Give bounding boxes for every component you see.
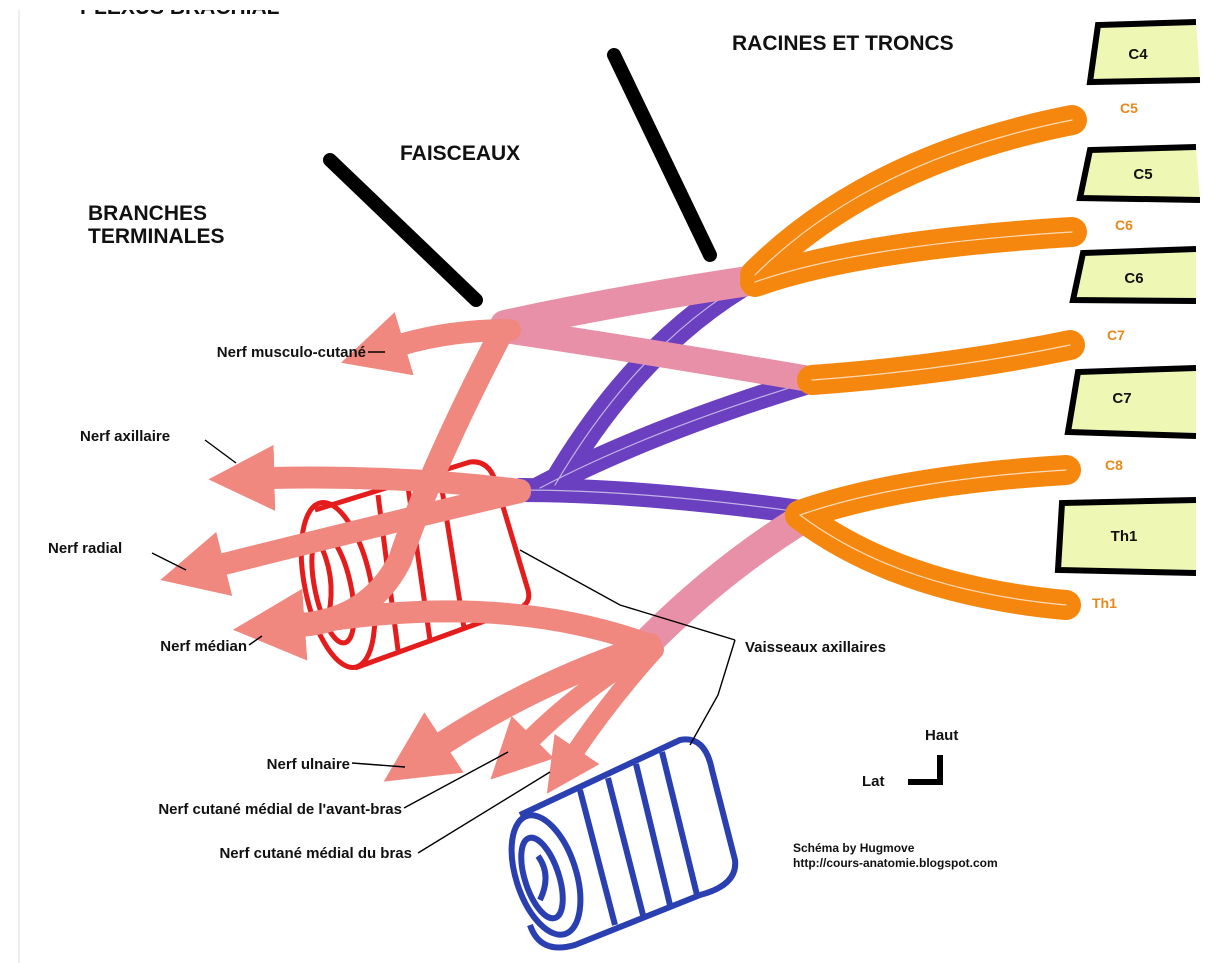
- root-c8: [785, 455, 1081, 530]
- label-nerve-axillary: Nerf axillaire: [80, 428, 170, 445]
- root-label-c8: C8: [1105, 457, 1123, 473]
- vertebra-c6: C6: [1069, 246, 1197, 304]
- label-nerve-cutaneous-forearm: Nerf cutané médial de l'avant-bras: [158, 801, 402, 818]
- root-label-th1: Th1: [1092, 595, 1117, 611]
- plexus-bundles: [160, 105, 1087, 794]
- vertebra-c7: C7: [1064, 365, 1197, 439]
- branch-cutaneous-forearm: [490, 638, 660, 780]
- branch-axillary: [208, 444, 531, 511]
- root-label-c6: C6: [1115, 217, 1133, 233]
- lateral-cord-lower: [492, 317, 828, 393]
- credit-url: http://cours-anatomie.blogspot.com: [793, 856, 998, 870]
- root-label-c7: C7: [1107, 327, 1125, 343]
- posterior-division-lower: [508, 478, 812, 524]
- vertebra-c4: C4: [1086, 19, 1201, 86]
- orientation-lateral-label: Lat: [862, 773, 885, 790]
- heading-cords: FAISCEAUX: [400, 142, 520, 165]
- heading-roots-trunks: RACINES ET TRONCS: [732, 32, 954, 55]
- vertebra-c5: C5: [1076, 144, 1201, 203]
- heading-terminal-2: TERMINALES: [88, 225, 225, 248]
- title-crop: [60, 0, 380, 10]
- root-label-c5: C5: [1120, 100, 1138, 116]
- branch-cutaneous-arm: [546, 641, 664, 794]
- vertebra-label: C7: [1112, 390, 1131, 407]
- axillary-vein: [508, 736, 739, 951]
- vertebra-label: C6: [1124, 270, 1143, 287]
- vertebra-label: C5: [1133, 166, 1152, 183]
- label-nerve-ulnar: Nerf ulnaire: [267, 756, 350, 773]
- root-c7: [797, 330, 1085, 395]
- label-nerve-median: Nerf médian: [160, 638, 247, 655]
- orientation-indicator: Haut Lat: [862, 727, 958, 790]
- vertebra-label: Th1: [1111, 528, 1138, 545]
- vertebra-label: C4: [1128, 46, 1148, 63]
- branch-median-medial-root: [289, 600, 661, 656]
- label-nerve-musculocutaneous: Nerf musculo-cutané: [217, 344, 366, 361]
- label-axillary-vessels: Vaisseaux axillaires: [745, 639, 886, 656]
- label-nerve-radial: Nerf radial: [48, 540, 122, 557]
- lateral-cord: [490, 265, 770, 340]
- credit-author: Schéma by Hugmove: [793, 841, 915, 855]
- vertebra-th1: Th1: [1054, 497, 1197, 576]
- divider-cords-branches: [323, 153, 483, 307]
- orientation-arrow-icon: [908, 755, 943, 785]
- heading-terminal-1: BRANCHES: [88, 202, 207, 225]
- divider-roots-cords: [607, 48, 717, 262]
- root-th1: [785, 500, 1081, 620]
- leader-lines: [151, 351, 736, 854]
- label-nerve-cutaneous-arm: Nerf cutané médial du bras: [219, 845, 412, 862]
- branch-radial: [160, 481, 531, 596]
- orientation-up-label: Haut: [925, 727, 958, 744]
- medial-cord: [635, 505, 815, 655]
